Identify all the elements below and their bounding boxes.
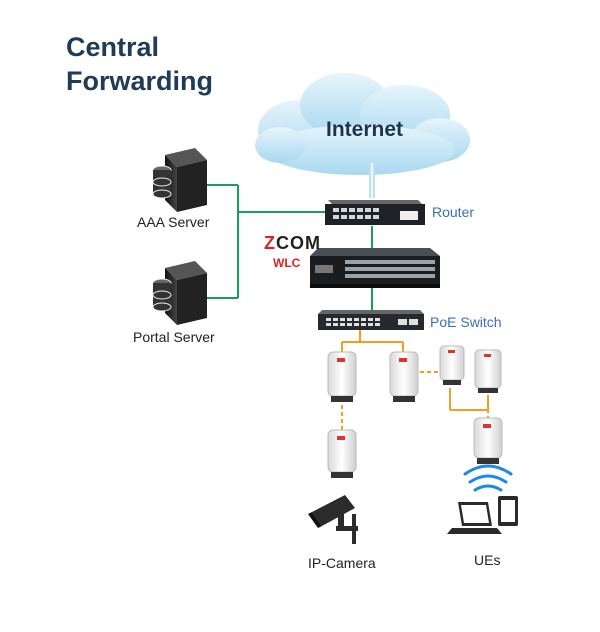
router-icon	[325, 200, 425, 225]
wifi-signal-icon	[463, 464, 513, 492]
access-point-4-icon	[474, 349, 502, 393]
poe-switch-icon	[318, 310, 424, 330]
portal-server-label: Portal Server	[133, 329, 215, 345]
wlc-icon	[310, 248, 440, 288]
ip-camera-label: IP-Camera	[308, 555, 376, 571]
logo-z: Z	[264, 233, 276, 253]
poe-switch-label: PoE Switch	[430, 314, 502, 330]
internet-cloud	[255, 73, 470, 175]
title-line-2: Forwarding	[66, 66, 213, 96]
title-line-1: Central	[66, 32, 160, 62]
ip-camera-icon	[308, 495, 358, 544]
server-links	[207, 184, 325, 299]
access-point-6-icon	[473, 417, 503, 464]
aaa-server-icon	[152, 148, 207, 212]
aaa-server-label: AAA Server	[137, 214, 210, 230]
zcom-logo: ZCOM	[264, 233, 321, 254]
access-point-5-icon	[327, 429, 357, 478]
page-title: Central Forwarding	[66, 30, 213, 98]
wireless-links	[341, 371, 489, 430]
tablet-icon	[498, 496, 518, 526]
logo-rest: COM	[276, 233, 321, 253]
internet-label: Internet	[326, 118, 404, 141]
router-label: Router	[432, 204, 475, 220]
portal-server-icon	[152, 261, 207, 325]
wlc-label: WLC	[273, 256, 301, 270]
laptop-icon	[447, 502, 502, 534]
access-point-1-icon	[327, 351, 357, 402]
access-point-3-icon	[439, 345, 465, 385]
access-point-2-icon	[389, 351, 419, 402]
ues-label: UEs	[474, 552, 501, 568]
